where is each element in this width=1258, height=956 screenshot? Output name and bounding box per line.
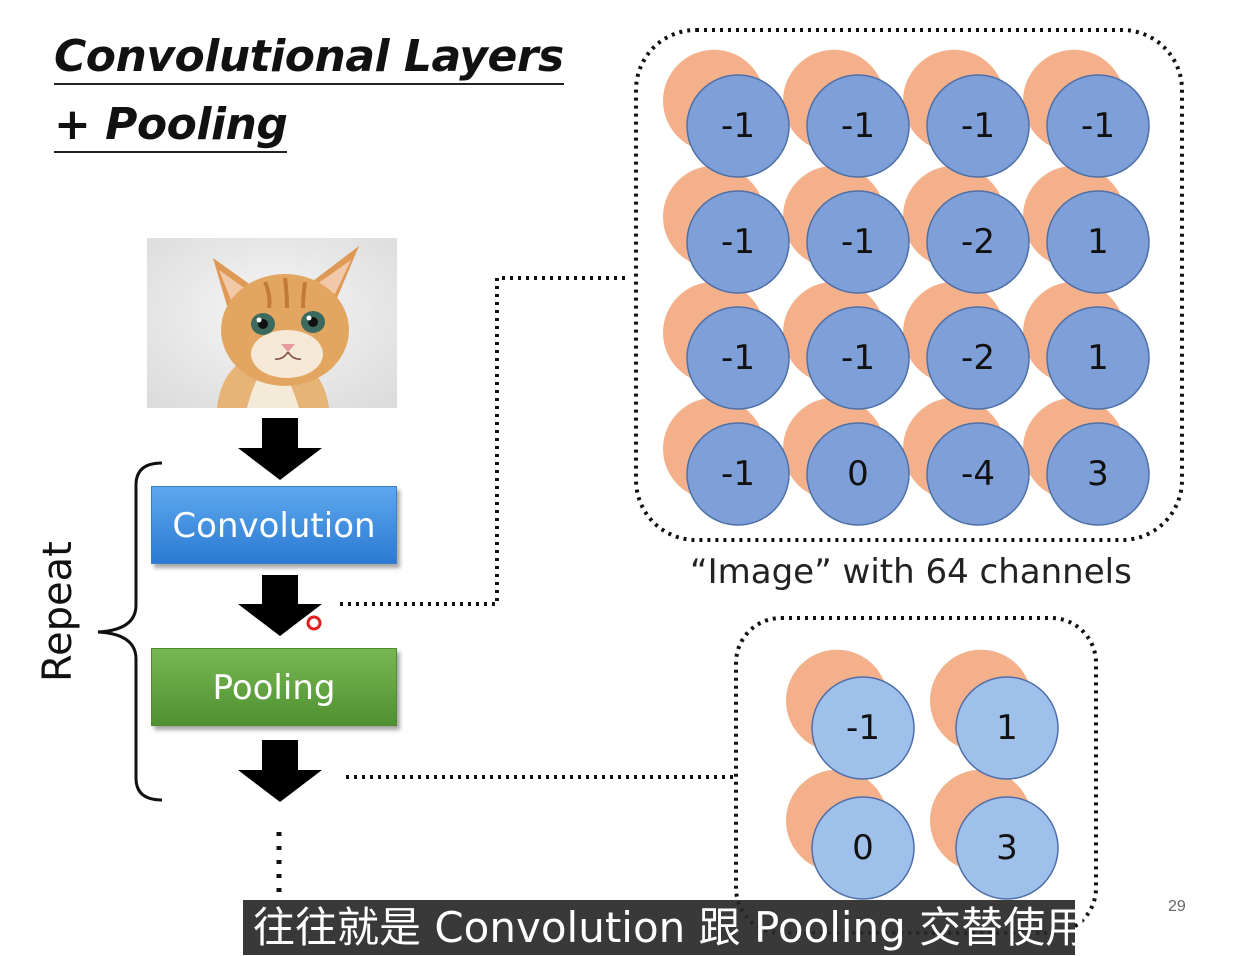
cell-value: -2 <box>961 338 995 378</box>
title-line-2: + Pooling <box>54 99 288 153</box>
channel-circle-front <box>806 74 910 178</box>
repeat-brace <box>97 461 163 802</box>
cell-value: 1 <box>996 708 1018 748</box>
channel-circle-front <box>811 676 915 780</box>
down-arrow-icon <box>238 740 322 802</box>
repeat-label: Repeat <box>35 541 81 682</box>
cat-photo <box>147 238 397 408</box>
channel-circle-front <box>1046 306 1150 410</box>
cell-value: -1 <box>841 106 875 146</box>
cell-value: 3 <box>1087 454 1109 494</box>
down-arrow-icon <box>238 575 322 636</box>
cell-value: 0 <box>852 828 874 868</box>
cell-value: 1 <box>1087 222 1109 262</box>
channel-circle-front <box>955 796 1059 900</box>
channel-circle-front <box>1046 422 1150 526</box>
channel-circle-front <box>1046 190 1150 294</box>
channel-circle-front <box>806 422 910 526</box>
cell-value: -1 <box>841 338 875 378</box>
channel-circle-front <box>926 190 1030 294</box>
cell-value: 0 <box>847 454 869 494</box>
pooled-map-frame <box>734 616 1098 935</box>
channel-circle-front <box>806 190 910 294</box>
slide-number: 29 <box>1168 898 1186 915</box>
cell-value: 3 <box>996 828 1018 868</box>
pooled-map-grid: -1 1 0 3 <box>786 649 1059 900</box>
cell-value: -1 <box>721 106 755 146</box>
cell-value: -1 <box>721 454 755 494</box>
connector-to-feature-map <box>340 276 628 606</box>
channel-circle-front <box>811 796 915 900</box>
channel-circle-front <box>686 190 790 294</box>
channel-circle-front <box>686 74 790 178</box>
cell-value: -4 <box>961 454 995 494</box>
cell-value: -2 <box>961 222 995 262</box>
channel-circle-front <box>926 422 1030 526</box>
feature-map-frame <box>634 28 1184 542</box>
cell-value: 1 <box>1087 338 1109 378</box>
cell-value: -1 <box>841 222 875 262</box>
channel-circle-front <box>926 74 1030 178</box>
convolution-box: Convolution <box>151 486 397 564</box>
cell-value: -1 <box>846 708 880 748</box>
pointer-dot <box>306 615 322 631</box>
channel-circle-front <box>926 306 1030 410</box>
cell-value: -1 <box>1081 106 1115 146</box>
channel-circle-front <box>1046 74 1150 178</box>
title-line-1: Convolutional Layers <box>54 31 564 85</box>
channel-circle-front <box>686 306 790 410</box>
cell-value: -1 <box>721 222 755 262</box>
down-arrow-icon <box>238 418 322 480</box>
feature-map-caption: “Image” with 64 channels <box>690 552 1132 592</box>
cell-value: -1 <box>721 338 755 378</box>
channel-circle-front <box>806 306 910 410</box>
channel-circle-front <box>955 676 1059 780</box>
pooling-box: Pooling <box>151 648 397 726</box>
channel-circle-front <box>686 422 790 526</box>
feature-map-grid: -1 -1 -1 -1 -1 -1 -2 1 -1 -1 -2 1 -1 0 -4 3 <box>663 49 1150 526</box>
subtitle-caption: 往往就是 Convolution 跟 Pooling 交替使用 <box>243 900 1087 955</box>
cell-value: -1 <box>961 106 995 146</box>
